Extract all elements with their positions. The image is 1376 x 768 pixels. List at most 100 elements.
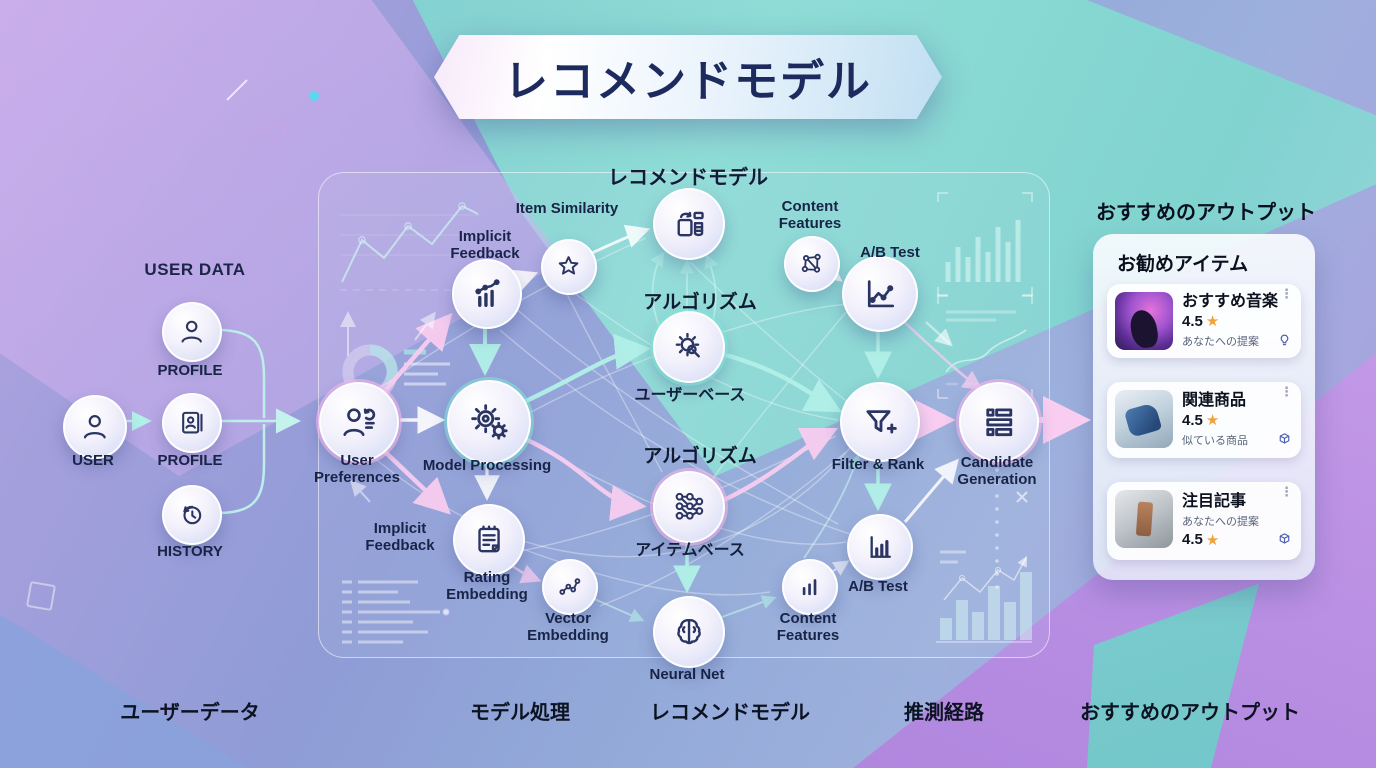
page-title: レコメンドモデル (504, 57, 872, 106)
person-icon (181, 321, 203, 343)
node-model-processing (447, 380, 531, 464)
card-rating: 4.5 (1182, 531, 1203, 549)
star-icon: ★ (1205, 412, 1220, 430)
card-rating: 4.5 (1182, 312, 1203, 330)
footer-label-output: おすすめのアウトプット (1080, 702, 1300, 724)
user-data-heading: USER DATA (144, 260, 246, 279)
funnel-plus-icon (866, 409, 897, 434)
product-thumbnail (1115, 390, 1173, 448)
label-ab-test-top: A/B Test (860, 244, 920, 261)
bulb-icon (1280, 334, 1289, 346)
node-user-preferences (319, 382, 399, 462)
history-clock-icon (183, 506, 202, 525)
footer-label-model-processing: モデル処理 (470, 702, 570, 724)
growth-chart-icon (474, 278, 500, 307)
diagram-heading: レコメンドモデル (608, 167, 768, 189)
card-menu-dots[interactable]: ⋮ (1280, 384, 1293, 399)
cube-icon (1279, 533, 1290, 544)
label-user: USER (72, 452, 114, 469)
card-subtitle: 似ている商品 (1182, 434, 1248, 447)
bar-chart-axis-icon (870, 535, 891, 558)
recommendation-card-article[interactable]: 注目記事 あなたへの提案 4.5★ ⋮ (1107, 482, 1301, 560)
label-implicit-feedback-top: Implicit Feedback (450, 228, 520, 263)
list-icon (986, 408, 1012, 436)
bar-chart-bottom-decoration (936, 550, 1032, 643)
card-subtitle: あなたへの提案 (1182, 335, 1259, 348)
footer-label-inference-path: 推測経路 (904, 702, 984, 724)
arrow-decoration (925, 321, 953, 347)
recommendation-card-product[interactable]: 関連商品 4.5★ 似ている商品 ⋮ (1107, 382, 1301, 458)
title-banner-shape: レコメンドモデル (434, 35, 942, 119)
footer-label-recommend-model: レコメンドモデル (650, 702, 810, 724)
contact-card-icon (182, 412, 203, 434)
label-implicit-feedback-bottom: Implicit Feedback (365, 520, 435, 555)
slash-decoration (226, 79, 248, 101)
label-profile-card: PROFILE (157, 452, 223, 469)
label-content-features-top: Content Features (778, 198, 842, 233)
label-candidate-generation: Candidate Generation (957, 454, 1037, 489)
node-candidate-generation (959, 382, 1039, 462)
node-vector-embedding (542, 559, 598, 615)
label-item-similarity: Item Similarity (515, 200, 619, 217)
line-chart-icon (867, 280, 894, 308)
neural-network-icon (675, 492, 704, 520)
cube-icon (1279, 433, 1290, 444)
node-ab-test-bottom (847, 514, 913, 580)
node-implicit-feedback-top (452, 259, 522, 329)
label-algorithm-2: アルゴリズム (643, 446, 757, 467)
recommendation-card-music[interactable]: おすすめ音楽 4.5★ あなたへの提案 ⋮ (1107, 284, 1301, 358)
card-title: おすすめ音楽 (1182, 292, 1279, 310)
label-vector-embedding: Vector Embedding (527, 610, 609, 645)
output-heading: おすすめのアウトプット (1096, 202, 1316, 224)
card-menu-dots[interactable]: ⋮ (1280, 484, 1293, 499)
text-lines-decoration (342, 580, 450, 644)
brain-icon (677, 618, 701, 645)
notepad-icon (478, 525, 500, 553)
label-model-processing: Model Processing (422, 457, 552, 474)
label-user-preferences: User Preferences (314, 452, 400, 487)
user-preferences-icon (343, 408, 375, 436)
node-item-catalog (653, 188, 725, 260)
node-profile-top (162, 302, 222, 362)
label-ab-test-bottom: A/B Test (848, 578, 908, 595)
card-subtitle: あなたへの提案 (1182, 515, 1259, 528)
vector-points-icon (559, 578, 581, 596)
card-rating: 4.5 (1182, 411, 1203, 429)
node-algorithm-user-based (653, 311, 725, 383)
node-content-features-top (784, 236, 840, 292)
star-icon (559, 256, 579, 275)
node-ab-test-top (842, 256, 918, 332)
article-thumbnail (1115, 490, 1173, 548)
purple-ring-decoration (266, 122, 285, 141)
node-content-features-bottom (782, 559, 838, 615)
star-icon: ★ (1205, 313, 1220, 331)
node-user (63, 395, 127, 459)
node-neural-net (653, 596, 725, 668)
label-content-features-bottom: Content Features (776, 610, 840, 645)
music-thumbnail (1115, 292, 1173, 350)
star-icon: ★ (1205, 531, 1220, 549)
card-menu-dots[interactable]: ⋮ (1280, 286, 1293, 301)
node-history (162, 485, 222, 545)
gears-icon (470, 403, 508, 440)
node-item-similarity (541, 239, 597, 295)
output-panel-title: お勧めアイテム (1117, 254, 1249, 275)
network-icon (802, 254, 822, 274)
footer-label-user-data: ユーザーデータ (120, 702, 260, 724)
cyan-dot-decoration (309, 91, 319, 101)
node-filter-rank (840, 382, 920, 462)
label-algorithm-1: アルゴリズム (643, 292, 757, 313)
items-rotate-icon (677, 211, 704, 237)
card-title: 注目記事 (1182, 493, 1247, 511)
label-history: HISTORY (157, 543, 223, 560)
gear-magnifier-icon (675, 332, 700, 358)
node-rating-embedding (453, 504, 525, 576)
label-profile-top: PROFILE (157, 362, 223, 379)
label-item-based: アイテムベース (635, 542, 745, 559)
person-icon (84, 415, 106, 439)
label-rating-embedding: Rating Embedding (446, 569, 528, 604)
card-title: 関連商品 (1182, 391, 1247, 409)
label-user-based: ユーザーベース (634, 387, 746, 404)
label-neural-net: Neural Net (649, 666, 725, 683)
